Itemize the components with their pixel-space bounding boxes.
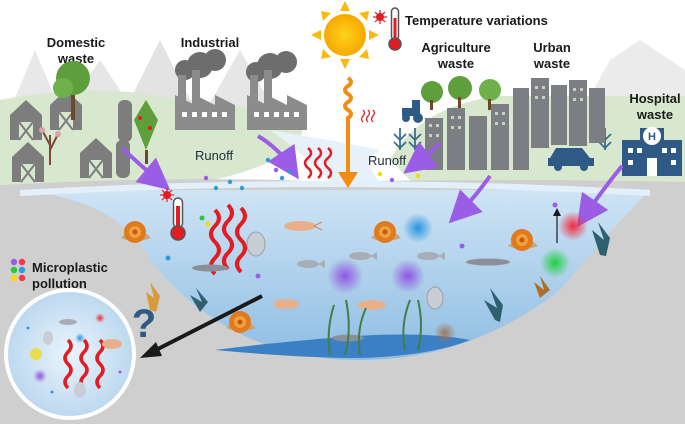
- tree-group-domestic: [39, 61, 158, 165]
- runoff-arrow-hospital: [576, 164, 624, 228]
- label-runoff-right: Runoff: [368, 153, 406, 168]
- building-icon: [589, 88, 605, 143]
- runoff-arrow-industrial: [256, 134, 299, 180]
- label-urban-waste-1: Urban: [533, 40, 571, 55]
- building-icon: [513, 88, 529, 170]
- snail-icon: [371, 221, 401, 243]
- virus-icon: [160, 188, 174, 202]
- snail-icon: [226, 311, 256, 333]
- building-icon: [447, 108, 465, 170]
- building-icon: [531, 78, 549, 148]
- label-agriculture-waste-1: Agriculture: [421, 40, 490, 55]
- seaweed-icon-orange: [146, 276, 550, 312]
- silo-icon: [118, 100, 132, 142]
- snail-icon: [121, 221, 151, 243]
- label-hospital-waste-2: waste: [636, 107, 673, 122]
- zoom-pointer-arrowhead: [140, 342, 162, 358]
- runoff-stream: [270, 130, 380, 182]
- building-icon: [491, 104, 509, 170]
- shrimp-icon: [192, 264, 228, 272]
- fish-icon: [297, 260, 325, 268]
- factory-icon: [175, 70, 235, 130]
- rising-arrowhead: [553, 208, 561, 216]
- barn-icon: [12, 142, 44, 183]
- label-domestic-waste-2: waste: [57, 51, 94, 66]
- smoke: [175, 49, 297, 82]
- label-agriculture-waste-2: waste: [437, 56, 474, 71]
- fish-icon: [417, 252, 445, 260]
- seaweed-icon: [327, 299, 422, 356]
- shrimp-icon: [466, 258, 510, 266]
- building-icon: [569, 80, 587, 146]
- microplastic-blob-red: [558, 211, 588, 241]
- heat-wave-small: [360, 109, 376, 123]
- barn-icon: [80, 138, 112, 179]
- sun-heat-arrow: [343, 76, 353, 178]
- label-runoff-left: Runoff: [195, 148, 233, 163]
- thermometer-icon-top: [388, 7, 402, 51]
- daphnia-icon: [246, 231, 266, 257]
- question-mark: ?: [132, 302, 156, 346]
- hospital-sign: H: [648, 131, 656, 143]
- shrimp-icon: [358, 300, 386, 310]
- car-icon: [548, 148, 594, 171]
- seaweed-icon: [190, 222, 610, 322]
- label-microplastic-pollution-1: Microplastic: [32, 260, 108, 275]
- silo-icon: [116, 140, 130, 178]
- microplastic-blob-green: [540, 248, 570, 278]
- label-microplastic-pollution-2: pollution: [32, 276, 87, 291]
- microplastic-legend-icon: [10, 258, 26, 282]
- building-icon: [551, 85, 567, 145]
- microplastic-dots: [165, 157, 558, 279]
- shrimp-icon: [273, 299, 299, 309]
- building-icon: [469, 116, 487, 170]
- zoom-pointer-line: [151, 294, 263, 354]
- daphnia-icon: [426, 286, 444, 310]
- heat-waves-surface: [303, 147, 333, 179]
- tree-group-agriculture: [421, 76, 501, 110]
- runoff-arrow-urban: [448, 174, 492, 224]
- label-domestic-waste-1: Domestic: [47, 35, 106, 50]
- building-windows: [429, 86, 583, 137]
- microplastic-blobs: [327, 211, 588, 344]
- label-temperature-variations: Temperature variations: [405, 13, 548, 28]
- hospital-icon: [622, 127, 682, 176]
- heat-waves-water: [209, 203, 247, 276]
- snail-icon: [508, 229, 538, 251]
- thermometer-icon: [170, 197, 186, 241]
- barn-icon: [10, 100, 42, 141]
- label-industrial: Industrial: [181, 35, 240, 50]
- fish-icon: [349, 252, 377, 260]
- deep-water: [215, 334, 470, 358]
- microplastic-blob-brown: [434, 322, 456, 344]
- sun-heat-arrowhead: [338, 172, 358, 188]
- microplastic-blob-blue: [403, 213, 433, 243]
- water-surface: [20, 181, 650, 196]
- label-hospital-waste-1: Hospital: [629, 91, 680, 106]
- runoff-arrows: [120, 134, 624, 228]
- runoff-arrow-agriculture: [403, 141, 442, 174]
- sun-icon: [311, 1, 379, 69]
- factory-icon: [247, 70, 307, 130]
- building-group: [425, 78, 605, 170]
- tractor-icon: [402, 100, 423, 123]
- runoff-arrow-domestic: [120, 146, 171, 191]
- shrimp-icon: [284, 221, 323, 231]
- magnifier-icon: [4, 288, 136, 420]
- microplastic-blob-purple: [391, 259, 425, 293]
- virus-icon: [373, 10, 387, 24]
- microplastic-blob-purple: [327, 258, 363, 294]
- label-urban-waste-2: waste: [533, 56, 570, 71]
